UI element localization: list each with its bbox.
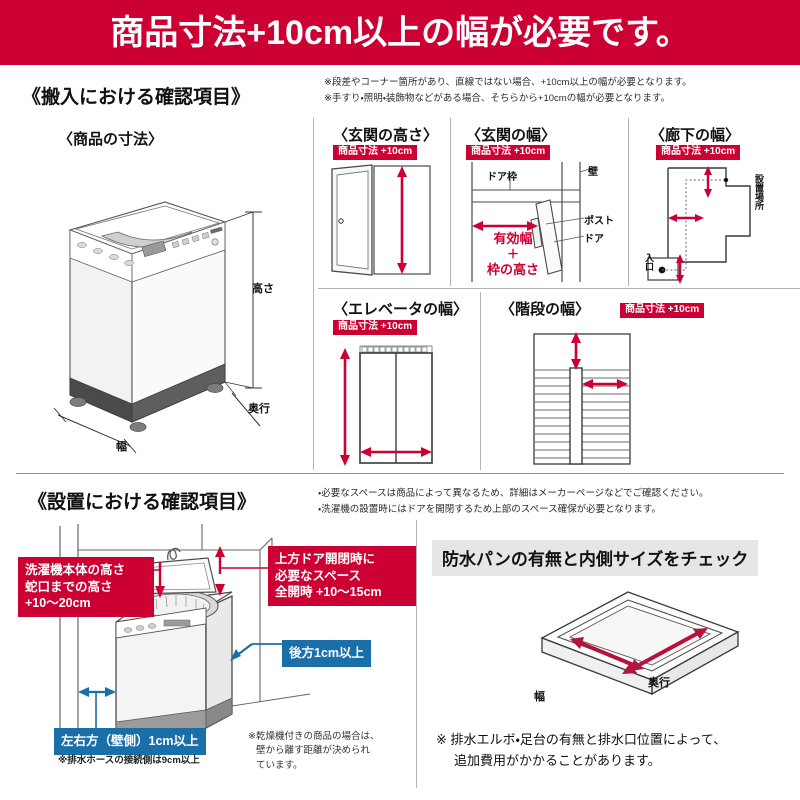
divider-sections (16, 473, 784, 474)
label-product-width: 幅 (116, 441, 127, 453)
divider-horizontal-panels (318, 288, 800, 289)
stairs-badge: 商品寸法 +10cm (620, 303, 705, 318)
drainpan-footnote-line1: ※ 排水エルボ・足台の有無と排水口位置によって、 (436, 732, 727, 747)
label-drainpan-width: 幅 (534, 691, 545, 703)
delivery-note-2: ※手すり・照明・装飾物などがある場合、そちらから+10cmの幅が必要となります。 (324, 93, 670, 104)
install-note-2: ・洗濯機の設置時にはドアを開閉するため上部のスペース確保が必要となります。 (318, 504, 661, 515)
label-plus-sign: ＋ (506, 247, 519, 261)
page-title: 商品寸法+10cm以上の幅が必要です。 (110, 13, 690, 52)
label-install-location: 設置場所 (754, 174, 764, 210)
label-effective-width: 有効幅 (493, 231, 533, 246)
callout-faucet-line2: 蛇口までの高さ (25, 579, 113, 594)
divider-vertical-drainpan (416, 520, 417, 788)
header-banner: 商品寸法+10cm以上の幅が必要です。 (0, 0, 800, 65)
label-product-depth: 奥行 (248, 403, 270, 415)
label-door-frame: ドア枠 (487, 172, 517, 183)
divider-vertical-corridor (628, 118, 629, 286)
elevator-illustration (328, 336, 458, 468)
corridor-badge: 商品寸法 +10cm (656, 145, 741, 160)
callout-topdoor-line2: 必要なスペース (275, 568, 362, 583)
delivery-note-1: ※段差やコーナー箇所があり、直線ではない場合、+10cm以上の幅が必要となります… (324, 77, 692, 88)
corridor-title: 〈廊下の幅〉 (650, 127, 741, 144)
label-product-height: 高さ (252, 283, 274, 295)
label-post: ポスト (584, 216, 614, 227)
entrance-width-title: 〈玄関の幅〉 (466, 127, 557, 144)
label-frame-height: 枠の高さ (486, 262, 539, 277)
callout-faucet-line3: +10〜20cm (25, 596, 91, 610)
note-dryer-line3: ています。 (256, 759, 303, 771)
washing-machine-illustration (10, 150, 310, 460)
elevator-badge: 商品寸法 +10cm (333, 320, 418, 335)
entrance-height-illustration (326, 163, 446, 285)
entrance-width-badge: 商品寸法 +10cm (466, 145, 551, 160)
drainpan-illustration (470, 580, 770, 710)
note-dryer-line1: ※乾燥機付きの商品の場合は、 (248, 731, 380, 742)
label-door: ドア (584, 234, 604, 245)
entrance-width-illustration (458, 160, 598, 285)
divider-vertical-left (313, 118, 314, 470)
label-wall: 壁 (588, 167, 598, 178)
label-entry: 入口 (644, 253, 654, 271)
callout-topdoor-line3: 全開時 +10〜15cm (275, 585, 382, 599)
install-note-1: ・必要なスペースは商品によって異なるため、詳細はメーカーページなどでご確認くださ… (318, 488, 709, 499)
corridor-illustration (640, 162, 780, 284)
callout-faucet-line1: 洗濯機本体の高さ (25, 563, 126, 577)
callout-topdoor-line1: 上方ドア開閉時に (275, 552, 376, 566)
entrance-height-title: 〈玄関の高さ〉 (333, 127, 439, 144)
delivery-section-title: 《搬入における確認項目》 (22, 87, 251, 108)
note-dryer-clearance: ※乾燥機付きの商品の場合は、 壁から離す距離が決められ ています。 (248, 730, 379, 773)
label-drainpan-depth: 奥行 (648, 677, 670, 689)
note-drain-hose-side: ※排水ホースの接続側は9cm以上 (58, 755, 200, 766)
callout-rear-clearance: 後方1cm以上 (282, 640, 372, 667)
entrance-height-badge: 商品寸法 +10cm (333, 145, 418, 160)
note-dryer-line2: 壁から離す距離が決められ (256, 745, 371, 757)
elevator-title: 〈エレベータの幅〉 (333, 301, 469, 318)
drainpan-footnote-line2: 追加費用がかかることがあります。 (454, 752, 661, 768)
divider-vertical-stairs (480, 292, 481, 470)
callout-top-door-space: 上方ドア開閉時に 必要なスペース 全開時 +10〜15cm (268, 546, 416, 606)
drainpan-panel-title: 防水パンの有無と内側サイズをチェック (432, 540, 759, 576)
stairs-illustration (520, 328, 680, 474)
stairs-title: 〈階段の幅〉 (500, 301, 591, 318)
drainpan-footnote: ※ 排水エルボ・足台の有無と排水口位置によって、 追加費用がかかることがあります… (436, 730, 726, 772)
divider-vertical-entrance (450, 118, 451, 286)
callout-side-clearance: 左右方（壁側）1cm以上 (54, 728, 206, 755)
install-section-title: 《設置における確認項目》 (28, 492, 257, 513)
callout-faucet-height: 洗濯機本体の高さ 蛇口までの高さ +10〜20cm (18, 557, 154, 617)
product-dimensions-title: 〈商品の寸法〉 (58, 131, 164, 148)
